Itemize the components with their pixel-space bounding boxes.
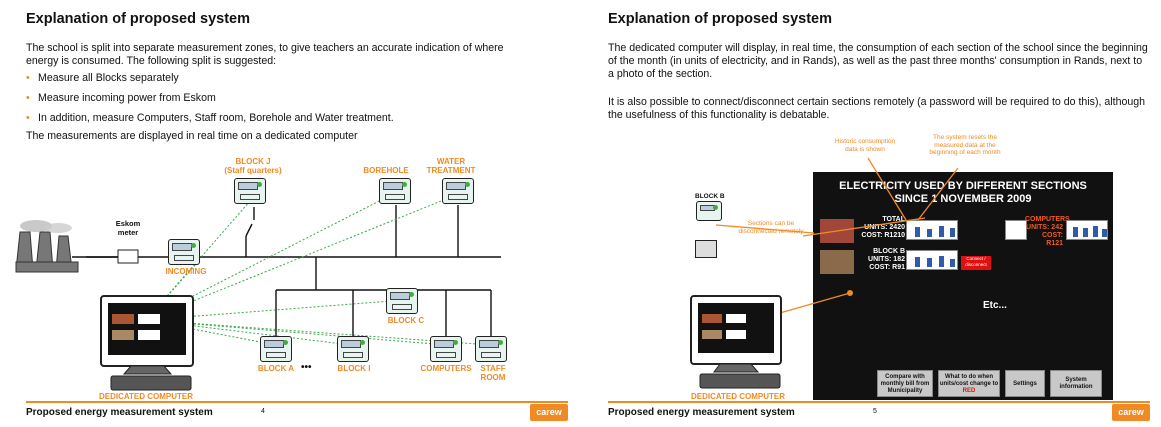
wiring-diagram [15, 194, 501, 391]
label-dedicated-computer: DEDICATED COMPUTER [690, 392, 786, 401]
label-staff-room: STAFF ROOM [480, 364, 506, 382]
label-ellipsis: ••• [301, 362, 312, 373]
meter-incoming [168, 239, 200, 265]
meter-block-c [386, 288, 418, 314]
meter-computers [430, 336, 462, 362]
slide-5: Explanation of proposed system The dedic… [588, 0, 1160, 427]
annotation-reset: The system resets the measured data at t… [929, 134, 1001, 156]
computers-stats: COMPUTERS UNITS: 242 COST: R121 [1025, 216, 1070, 247]
meter-block-j [234, 178, 266, 204]
label-computers: COMPUTERS [420, 364, 472, 373]
label-block-j: BLOCK J(Staff quarters) [224, 157, 282, 175]
label-water-treatment: WATER TREATMENT [426, 157, 476, 175]
label-eskom-meter: Eskom meter [115, 219, 141, 237]
meter-water-treatment [442, 178, 474, 204]
page-number: 4 [261, 408, 265, 415]
paragraph-2: It is also possible to connect/disconnec… [608, 96, 1146, 121]
annotation-lines [690, 157, 959, 389]
block-b-photo [820, 250, 854, 274]
settings-button[interactable]: Settings [1005, 370, 1045, 397]
intro-text: The school is split into separate measur… [26, 42, 504, 67]
meter-borehole [379, 178, 411, 204]
bullet-2: •Measure incoming power from Eskom [26, 92, 216, 104]
block-b-stats: BLOCK B UNITS: 182 COST: R91 [868, 248, 905, 271]
label-block-b: BLOCK B [695, 193, 725, 200]
bullet-3: •In addition, measure Computers, Staff r… [26, 112, 394, 124]
meter-staff-room [475, 336, 507, 362]
footer-line [26, 401, 568, 403]
disconnect-button[interactable]: Connect / disconnect [961, 256, 991, 270]
switch-box [695, 240, 717, 258]
slide-title: Explanation of proposed system [26, 11, 250, 27]
paragraph-1: The dedicated computer will display, in … [608, 42, 1148, 80]
computers-photo [1005, 220, 1027, 240]
block-b-chart [906, 250, 958, 270]
meter-block-i [337, 336, 369, 362]
closing-text: The measurements are displayed in real t… [26, 130, 358, 142]
dashboard-title: ELECTRICITY USED BY DIFFERENT SECTIONS S… [839, 180, 1087, 205]
page-number: 5 [873, 408, 877, 415]
what-to-do-button[interactable]: What to do when units/cost change to RED [938, 370, 1000, 397]
carew-logo: carew [1112, 404, 1150, 421]
computers-chart [1066, 220, 1108, 240]
meter-block-b [696, 201, 722, 221]
dashboard-screen: ELECTRICITY USED BY DIFFERENT SECTIONS S… [813, 172, 1113, 400]
system-info-button[interactable]: System information [1050, 370, 1102, 397]
total-stats: TOTAL UNITS: 2420 COST: R1210 [861, 216, 905, 239]
label-block-i: BLOCK I [337, 364, 371, 373]
carew-logo: carew [530, 404, 568, 421]
slide-title: Explanation of proposed system [608, 11, 832, 27]
meter-block-a [260, 336, 292, 362]
footer-line [608, 401, 1150, 403]
bullet-1: •Measure all Blocks separately [26, 72, 179, 84]
label-borehole: BOREHOLE [363, 166, 409, 175]
footer-text: Proposed energy measurement system [608, 407, 795, 418]
label-block-c: BLOCK C [387, 316, 425, 325]
footer-text: Proposed energy measurement system [26, 407, 213, 418]
annotation-historic: Historic consumption data is shown [834, 138, 896, 153]
annotation-sections: Sections can be disconnected remotely [738, 220, 804, 235]
etc-text: Etc... [983, 300, 1007, 311]
compare-button[interactable]: Compare with monthly bill from Municipal… [877, 370, 933, 397]
total-chart [906, 220, 958, 240]
label-block-a: BLOCK A [257, 364, 295, 373]
slide-4: Explanation of proposed system The schoo… [6, 0, 578, 427]
label-dedicated-computer: DEDICATED COMPUTER [98, 392, 194, 401]
label-incoming: INCOMING [165, 267, 207, 276]
